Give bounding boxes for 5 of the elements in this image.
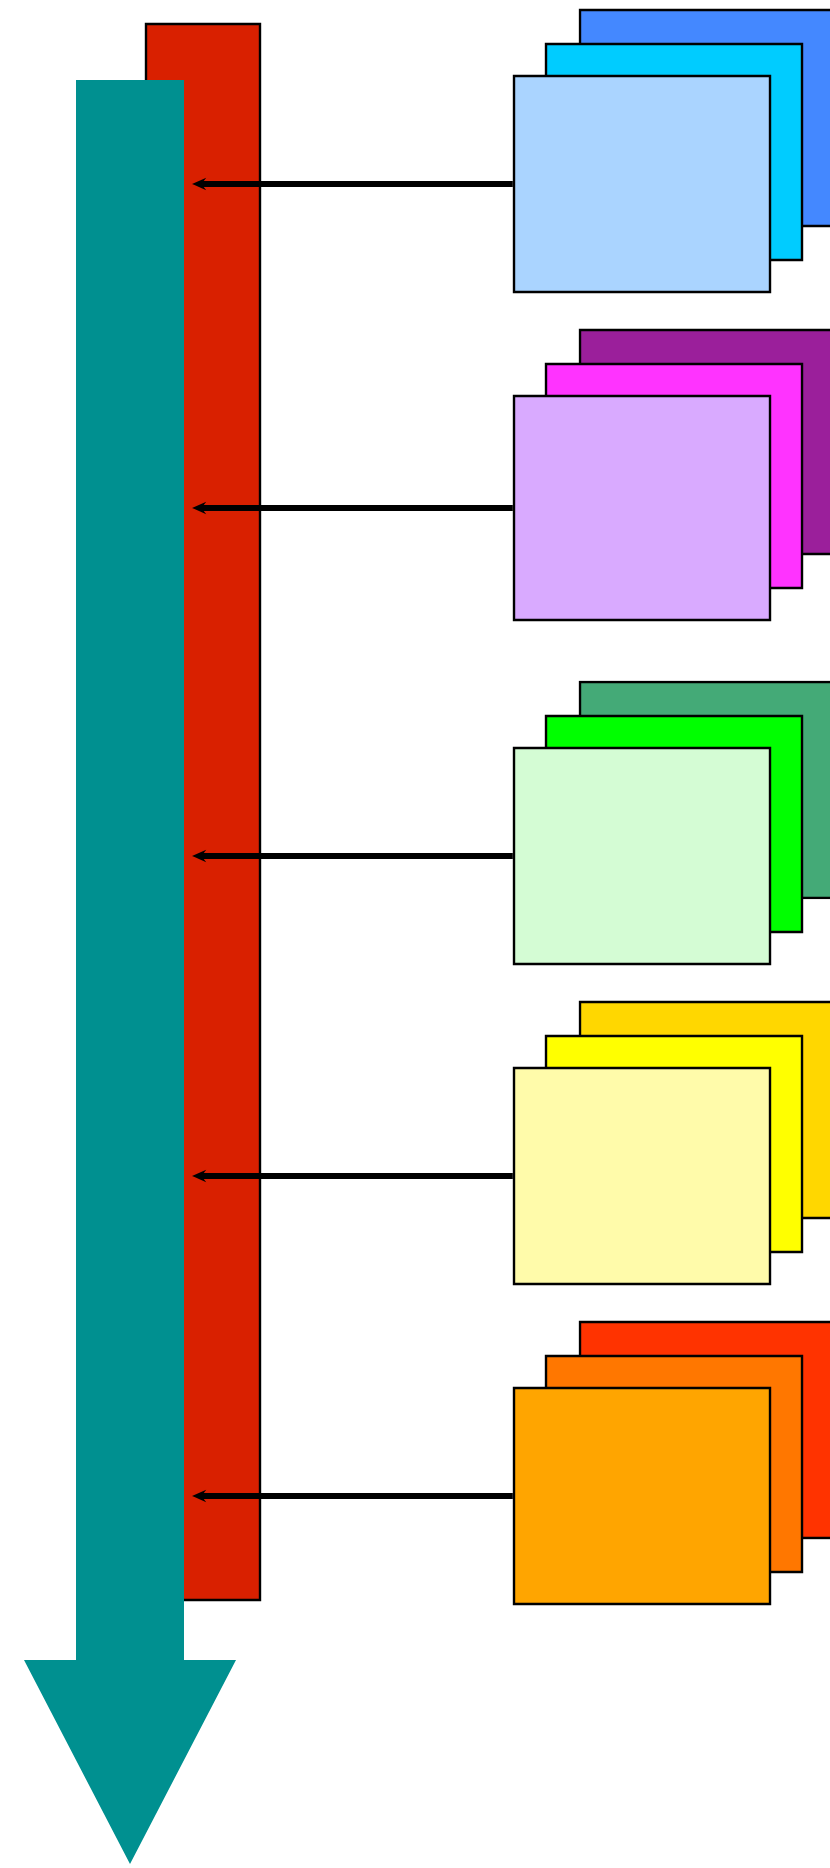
card-stack-drawing [512,1320,830,1606]
card-stack-drawing [512,328,830,622]
card-stack-drawing [512,8,830,294]
card-stack-drawing [512,680,830,966]
card-stack-drawing [512,1000,830,1286]
